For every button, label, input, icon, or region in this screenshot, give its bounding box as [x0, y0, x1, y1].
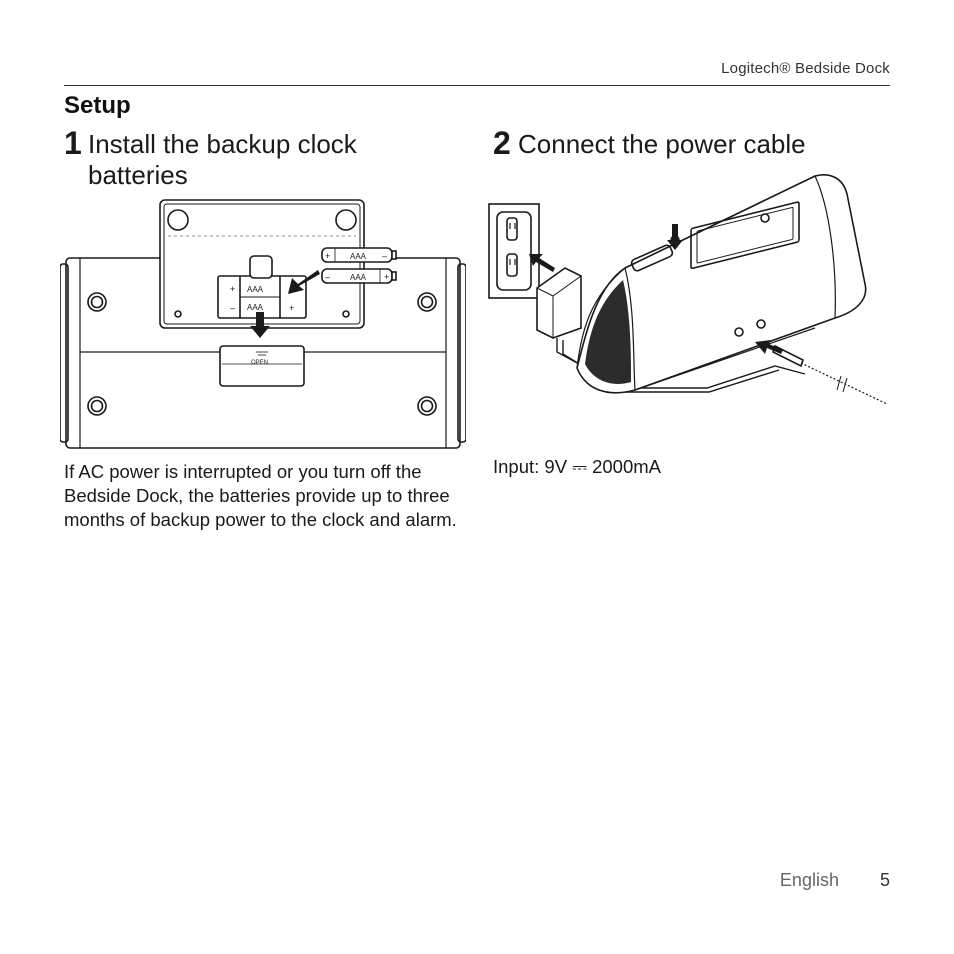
battery-door: [219, 345, 305, 387]
aaa-battery-icon: – + AAA: [321, 268, 397, 284]
power-cable: [556, 338, 806, 389]
clock-display: [690, 201, 800, 270]
battery-slot-label: AAA: [247, 285, 264, 294]
battery-label: AAA: [350, 273, 367, 282]
battery-door-label: OPEN: [251, 360, 268, 366]
svg-text:–: –: [325, 272, 330, 282]
svg-text:+: +: [325, 251, 330, 261]
dock-right-cap: [457, 263, 466, 443]
battery-description: If AC power is interrupted or you turn o…: [64, 461, 457, 530]
header-divider: [64, 85, 890, 86]
step-2-title: Connect the power cable: [518, 129, 806, 159]
power-input-spec: Input: 9V ⎓ 2000mA: [493, 456, 662, 477]
insert-arrow-icon: [755, 340, 783, 354]
battery-label: AAA: [350, 252, 367, 261]
dc-plug: [772, 344, 888, 405]
svg-text:+: +: [230, 284, 235, 294]
battery-slot-label: AAA: [247, 303, 264, 312]
page-number: 5: [879, 870, 890, 890]
step-2-number: 2: [493, 125, 511, 161]
aaa-battery-icon: + – AAA: [321, 247, 397, 263]
bedside-dock: [576, 174, 867, 394]
svg-text:+: +: [289, 303, 294, 313]
down-arrow-icon: [250, 312, 270, 338]
step-1-title: Install the backup clock batteries: [88, 129, 357, 190]
step-1-number: 1: [64, 125, 82, 161]
power-connection-illustration: [488, 174, 888, 405]
svg-text:+: +: [384, 272, 389, 282]
footer-language: English: [779, 870, 839, 890]
svg-text:–: –: [230, 303, 235, 313]
plug-arrow-icon: [529, 254, 555, 272]
power-adapter: [536, 267, 582, 339]
running-header: Logitech® Bedside Dock: [721, 60, 890, 77]
down-arrow-icon: [667, 224, 683, 250]
svg-text:–: –: [382, 251, 387, 261]
power-port-icon: [734, 327, 744, 337]
dock-left-cap: [60, 263, 69, 443]
page-footer: English 5: [780, 870, 890, 891]
battery-install-illustration: + – AAA AAA + + – AAA – + AAA OPEN: [60, 199, 466, 449]
section-title: Setup: [64, 92, 131, 119]
wall-outlet: [488, 203, 540, 299]
top-control: [630, 244, 674, 272]
insert-arrow-icon: [288, 270, 320, 294]
button-icon: [760, 213, 770, 223]
screw-icon: [87, 292, 437, 416]
